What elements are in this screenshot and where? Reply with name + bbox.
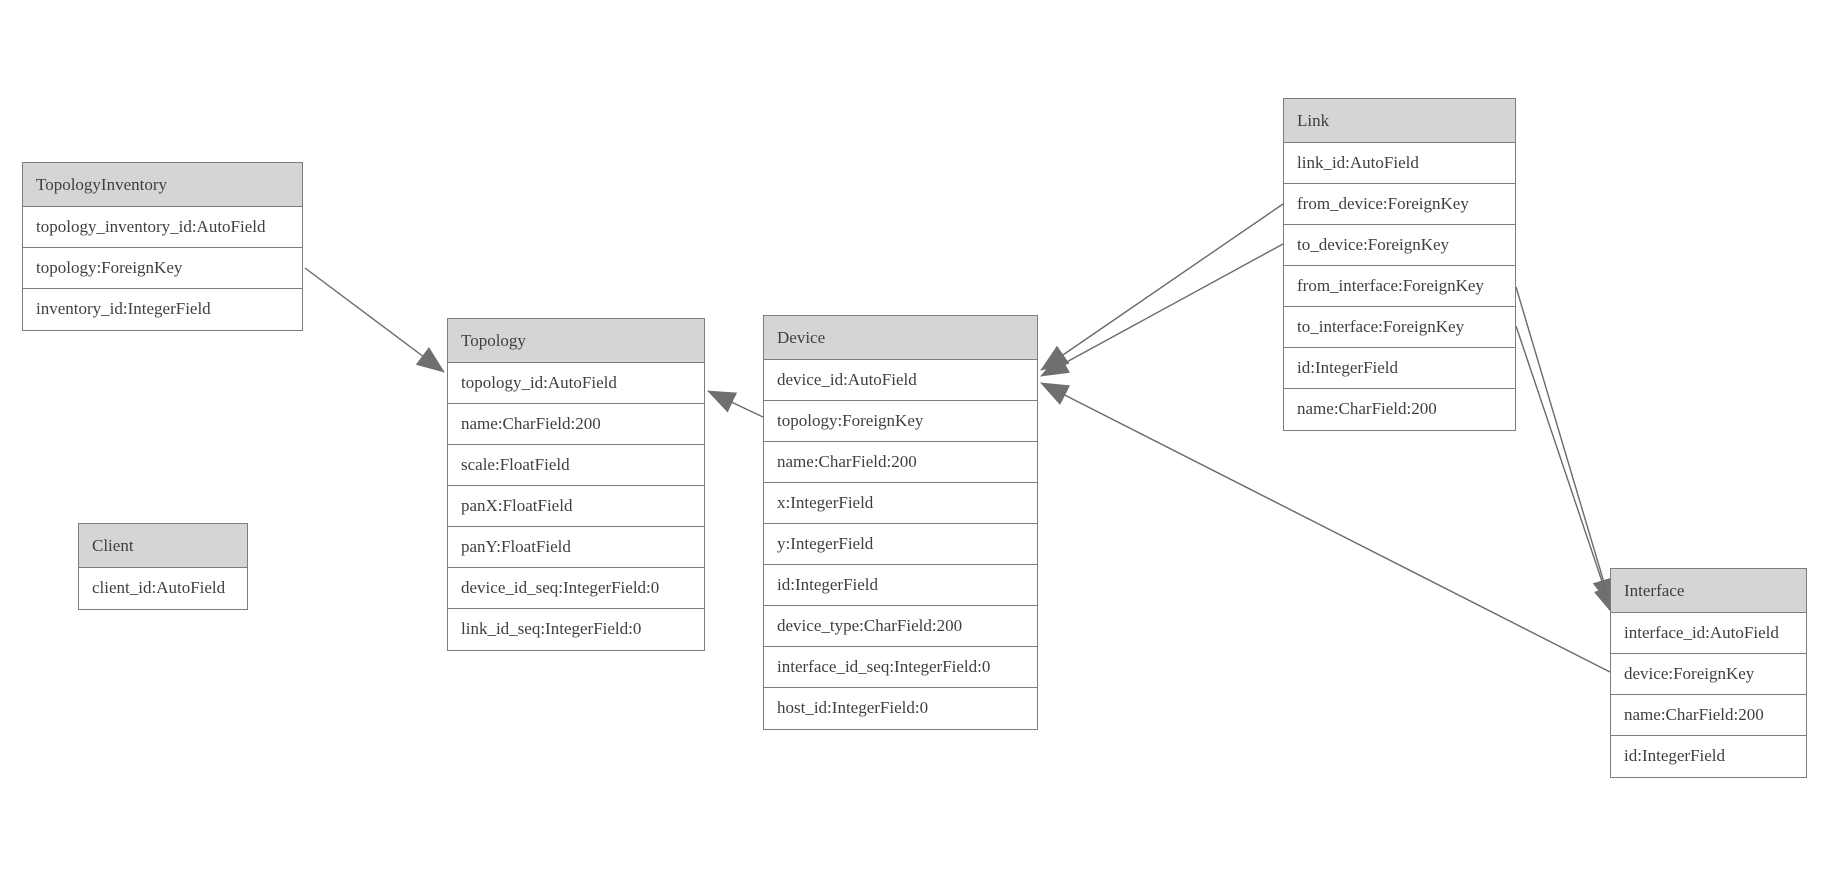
field-row: id:IntegerField bbox=[1284, 348, 1515, 389]
entity-device: Device device_id:AutoField topology:Fore… bbox=[763, 315, 1038, 730]
field-row: device_id_seq:IntegerField:0 bbox=[448, 568, 704, 609]
field-row: client_id:AutoField bbox=[79, 568, 247, 609]
field-row: link_id_seq:IntegerField:0 bbox=[448, 609, 704, 650]
entity-title: Device bbox=[764, 316, 1037, 360]
entity-interface: Interface interface_id:AutoField device:… bbox=[1610, 568, 1807, 778]
field-row: name:CharField:200 bbox=[1611, 695, 1806, 736]
relationship-link-todevice-device bbox=[1040, 243, 1284, 377]
field-row: name:CharField:200 bbox=[1284, 389, 1515, 430]
field-row: device_type:CharField:200 bbox=[764, 606, 1037, 647]
entity-title: Interface bbox=[1611, 569, 1806, 613]
relationship-link-tointerface-interface bbox=[1515, 325, 1615, 615]
field-row: x:IntegerField bbox=[764, 483, 1037, 524]
field-row: interface_id:AutoField bbox=[1611, 613, 1806, 654]
field-row: topology_inventory_id:AutoField bbox=[23, 207, 302, 248]
relationship-device-topology bbox=[707, 390, 764, 418]
field-row: inventory_id:IntegerField bbox=[23, 289, 302, 330]
relationship-link-frominterface-interface bbox=[1515, 286, 1614, 607]
entity-topology: Topology topology_id:AutoField name:Char… bbox=[447, 318, 705, 651]
relationship-topologyinventory-topology bbox=[304, 267, 445, 373]
field-row: to_device:ForeignKey bbox=[1284, 225, 1515, 266]
entity-title: Client bbox=[79, 524, 247, 568]
entity-title: Link bbox=[1284, 99, 1515, 143]
relationship-interface-device-device bbox=[1040, 382, 1611, 673]
field-row: topology:ForeignKey bbox=[764, 401, 1037, 442]
relationship-link-fromdevice-device bbox=[1040, 203, 1284, 371]
field-row: id:IntegerField bbox=[764, 565, 1037, 606]
field-row: panY:FloatField bbox=[448, 527, 704, 568]
field-row: y:IntegerField bbox=[764, 524, 1037, 565]
entity-link: Link link_id:AutoField from_device:Forei… bbox=[1283, 98, 1516, 431]
field-row: name:CharField:200 bbox=[764, 442, 1037, 483]
field-row: topology_id:AutoField bbox=[448, 363, 704, 404]
field-row: device:ForeignKey bbox=[1611, 654, 1806, 695]
field-row: scale:FloatField bbox=[448, 445, 704, 486]
field-row: name:CharField:200 bbox=[448, 404, 704, 445]
field-row: topology:ForeignKey bbox=[23, 248, 302, 289]
field-row: panX:FloatField bbox=[448, 486, 704, 527]
field-row: device_id:AutoField bbox=[764, 360, 1037, 401]
field-row: from_device:ForeignKey bbox=[1284, 184, 1515, 225]
field-row: id:IntegerField bbox=[1611, 736, 1806, 777]
field-row: from_interface:ForeignKey bbox=[1284, 266, 1515, 307]
entity-title: TopologyInventory bbox=[23, 163, 302, 207]
field-row: interface_id_seq:IntegerField:0 bbox=[764, 647, 1037, 688]
entity-title: Topology bbox=[448, 319, 704, 363]
field-row: link_id:AutoField bbox=[1284, 143, 1515, 184]
field-row: to_interface:ForeignKey bbox=[1284, 307, 1515, 348]
field-row: host_id:IntegerField:0 bbox=[764, 688, 1037, 729]
entity-client: Client client_id:AutoField bbox=[78, 523, 248, 610]
entity-topologyinventory: TopologyInventory topology_inventory_id:… bbox=[22, 162, 303, 331]
